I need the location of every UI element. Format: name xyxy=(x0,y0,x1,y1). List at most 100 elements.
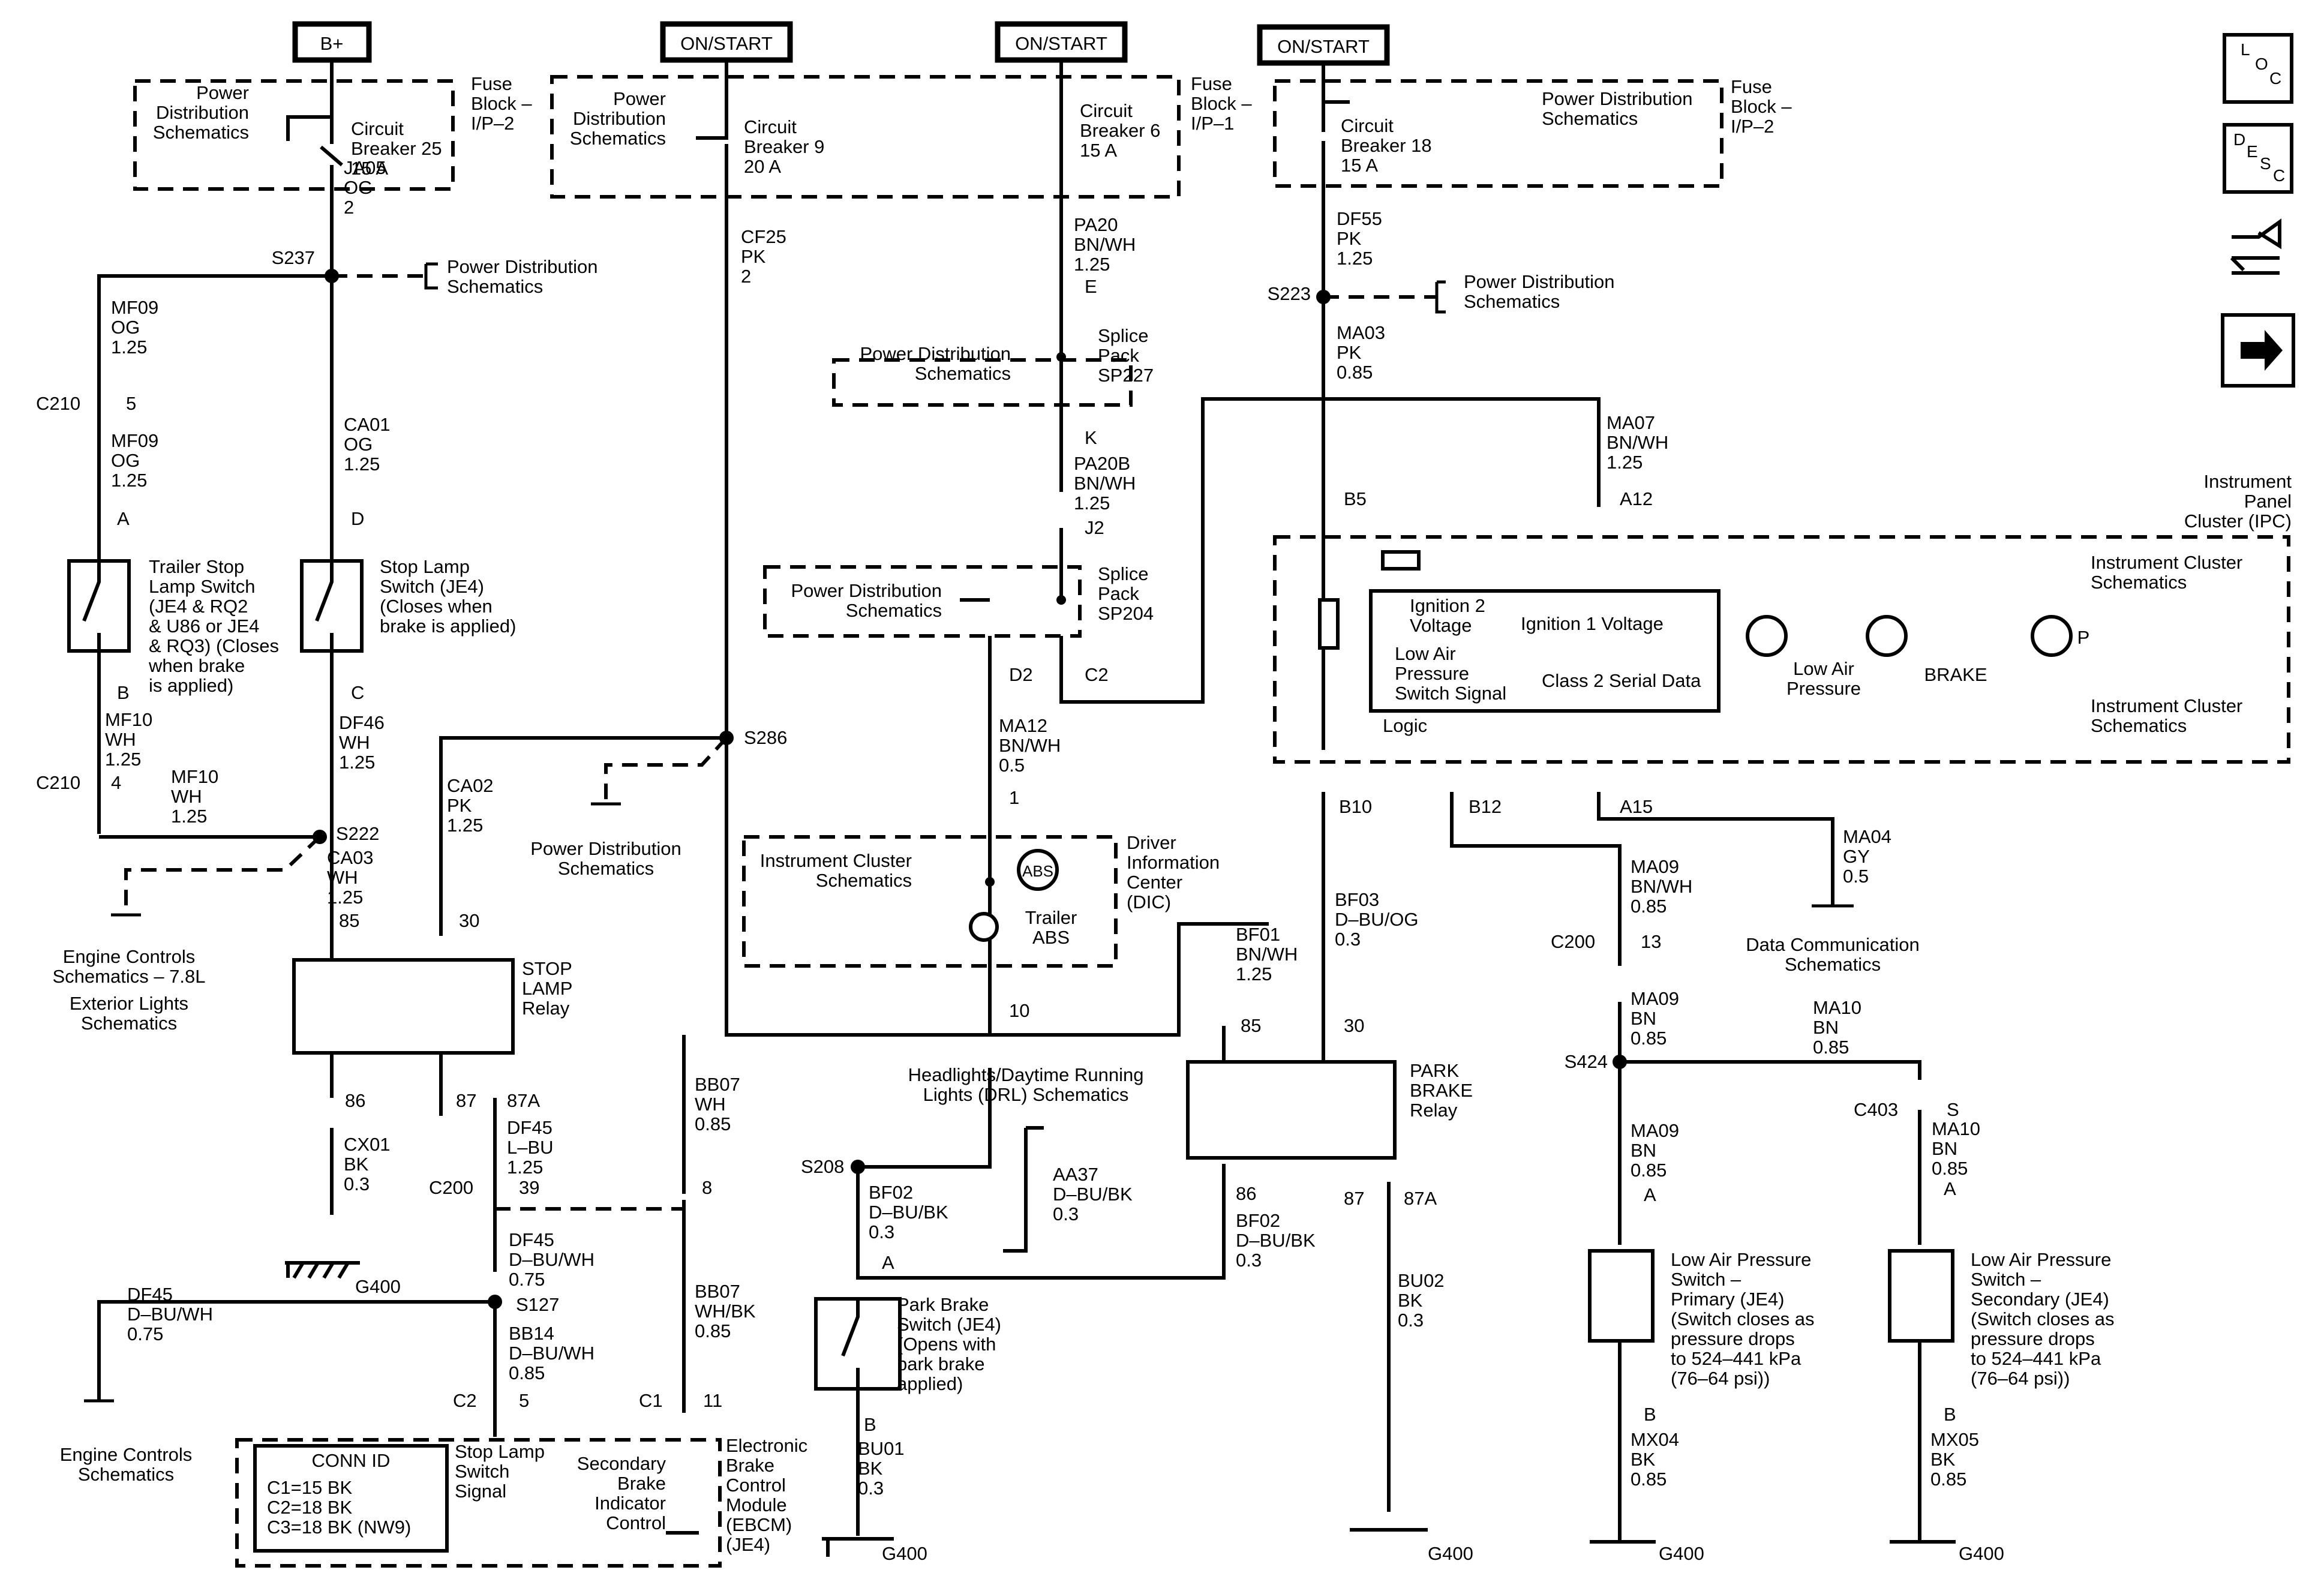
svg-text:0.3: 0.3 xyxy=(1335,929,1361,950)
svg-text:Power Distribution: Power Distribution xyxy=(447,256,598,277)
svg-text:CA01: CA01 xyxy=(344,414,391,435)
svg-text:& RQ3) (Closes: & RQ3) (Closes xyxy=(149,635,279,656)
svg-text:Stop Lamp: Stop Lamp xyxy=(380,556,470,577)
svg-text:Lights (DRL) Schematics: Lights (DRL) Schematics xyxy=(923,1084,1129,1105)
svg-text:CONN ID: CONN ID xyxy=(312,1450,391,1471)
svg-text:B: B xyxy=(1944,1404,1956,1425)
svg-text:S127: S127 xyxy=(516,1294,559,1315)
components xyxy=(67,358,2290,1568)
svg-text:when brake: when brake xyxy=(148,655,245,676)
svg-text:D–BU/BK: D–BU/BK xyxy=(1236,1230,1316,1251)
svg-text:C210: C210 xyxy=(36,772,80,793)
svg-text:S424: S424 xyxy=(1565,1051,1608,1072)
svg-text:BF02: BF02 xyxy=(869,1182,913,1203)
svg-text:Schematics: Schematics xyxy=(915,363,1011,384)
svg-text:15 A: 15 A xyxy=(351,158,388,179)
svg-text:Pressure: Pressure xyxy=(1786,678,1861,699)
svg-text:Schematics: Schematics xyxy=(78,1464,174,1485)
svg-text:0.85: 0.85 xyxy=(1932,1158,1968,1179)
svg-text:0.3: 0.3 xyxy=(1236,1250,1262,1271)
svg-text:(Opens with: (Opens with xyxy=(897,1334,996,1355)
svg-text:B12: B12 xyxy=(1469,796,1502,817)
fuse-block-ip2-left xyxy=(133,79,455,191)
svg-text:Schematics: Schematics xyxy=(570,128,666,149)
svg-text:Low Air Pressure: Low Air Pressure xyxy=(1671,1249,1811,1270)
svg-text:BK: BK xyxy=(1398,1290,1423,1311)
svg-text:DF45: DF45 xyxy=(507,1117,553,1138)
svg-text:Exterior Lights: Exterior Lights xyxy=(70,993,188,1014)
svg-text:1.25: 1.25 xyxy=(344,454,380,475)
svg-text:0.75: 0.75 xyxy=(127,1323,163,1344)
svg-text:0.85: 0.85 xyxy=(509,1362,545,1383)
svg-text:Module: Module xyxy=(726,1494,787,1515)
svg-text:CX01: CX01 xyxy=(344,1134,391,1155)
svg-text:Splice: Splice xyxy=(1098,563,1148,584)
svg-text:D–BU/BK: D–BU/BK xyxy=(869,1202,948,1223)
svg-text:BU01: BU01 xyxy=(858,1438,905,1459)
svg-text:Fuse: Fuse xyxy=(471,73,512,94)
park-brake-relay xyxy=(1186,1060,1397,1160)
svg-text:2: 2 xyxy=(741,266,751,287)
splice-dots xyxy=(313,269,1627,1309)
description-view-button[interactable]: D E S C xyxy=(2223,123,2293,194)
svg-text:S286: S286 xyxy=(744,727,787,748)
svg-text:MA09: MA09 xyxy=(1631,988,1679,1009)
svg-text:C200: C200 xyxy=(429,1177,473,1198)
next-arrow-icon[interactable] xyxy=(2221,313,2295,388)
svg-text:C403: C403 xyxy=(1854,1099,1898,1120)
svg-text:Power Distribution: Power Distribution xyxy=(530,838,681,859)
svg-text:Switch (JE4): Switch (JE4) xyxy=(380,576,484,597)
svg-text:BK: BK xyxy=(858,1458,883,1479)
svg-text:CA03: CA03 xyxy=(327,847,374,868)
svg-text:0.5: 0.5 xyxy=(1843,866,1869,887)
stop-lamp-relay xyxy=(292,958,515,1055)
svg-text:0.85: 0.85 xyxy=(1631,1028,1667,1049)
svg-text:0.85: 0.85 xyxy=(695,1320,731,1341)
onstart-label-1: ON/START xyxy=(680,33,773,54)
svg-text:D–BU/WH: D–BU/WH xyxy=(127,1304,213,1325)
wiring-flow-icon[interactable] xyxy=(2230,218,2281,275)
bplus-label: B+ xyxy=(320,33,344,54)
svg-text:1.25: 1.25 xyxy=(327,887,363,908)
svg-text:Ignition 2: Ignition 2 xyxy=(1410,595,1485,616)
svg-text:WH/BK: WH/BK xyxy=(695,1301,756,1322)
svg-text:Schematics: Schematics xyxy=(846,600,942,621)
svg-text:(JE4): (JE4) xyxy=(726,1534,770,1555)
onstart-label-2: ON/START xyxy=(1015,33,1107,54)
svg-text:C: C xyxy=(351,682,364,703)
svg-text:Switch Signal: Switch Signal xyxy=(1395,683,1506,704)
svg-text:39: 39 xyxy=(519,1177,539,1198)
svg-text:G400: G400 xyxy=(882,1543,927,1564)
svg-text:Schematics: Schematics xyxy=(153,122,249,143)
svg-text:BF01: BF01 xyxy=(1236,924,1280,945)
svg-text:Park Brake: Park Brake xyxy=(897,1294,989,1315)
svg-text:D2: D2 xyxy=(1009,664,1033,685)
ipc-logic xyxy=(1369,589,1721,713)
svg-text:MA10: MA10 xyxy=(1813,997,1861,1018)
svg-text:(76–64 psi)): (76–64 psi)) xyxy=(1971,1368,2070,1389)
svg-text:Panel: Panel xyxy=(2244,491,2292,512)
svg-text:CF25: CF25 xyxy=(741,226,786,247)
svg-text:D: D xyxy=(351,508,364,529)
svg-text:Instrument: Instrument xyxy=(2204,471,2292,492)
svg-text:13: 13 xyxy=(1641,931,1661,952)
svg-text:SP204: SP204 xyxy=(1098,603,1154,624)
location-view-button[interactable]: L O C xyxy=(2223,33,2293,104)
svg-text:BB07: BB07 xyxy=(695,1281,740,1302)
svg-text:Schematics: Schematics xyxy=(447,276,543,297)
svg-text:J2: J2 xyxy=(1085,517,1104,538)
svg-text:PARK: PARK xyxy=(1410,1060,1459,1081)
svg-text:87: 87 xyxy=(1344,1188,1364,1209)
svg-text:MX04: MX04 xyxy=(1631,1429,1679,1450)
svg-text:Stop Lamp: Stop Lamp xyxy=(455,1441,545,1462)
svg-text:G400: G400 xyxy=(1959,1543,2004,1564)
svg-text:pressure drops: pressure drops xyxy=(1971,1328,2095,1349)
svg-text:DF45: DF45 xyxy=(127,1284,173,1305)
svg-text:Low Air Pressure: Low Air Pressure xyxy=(1971,1249,2111,1270)
svg-text:87A: 87A xyxy=(1404,1188,1437,1209)
svg-text:& U86 or JE4: & U86 or JE4 xyxy=(149,616,259,637)
svg-text:1.25: 1.25 xyxy=(111,337,147,358)
svg-text:5: 5 xyxy=(519,1390,529,1411)
svg-text:0.85: 0.85 xyxy=(1631,1469,1667,1490)
svg-text:0.5: 0.5 xyxy=(999,755,1025,776)
